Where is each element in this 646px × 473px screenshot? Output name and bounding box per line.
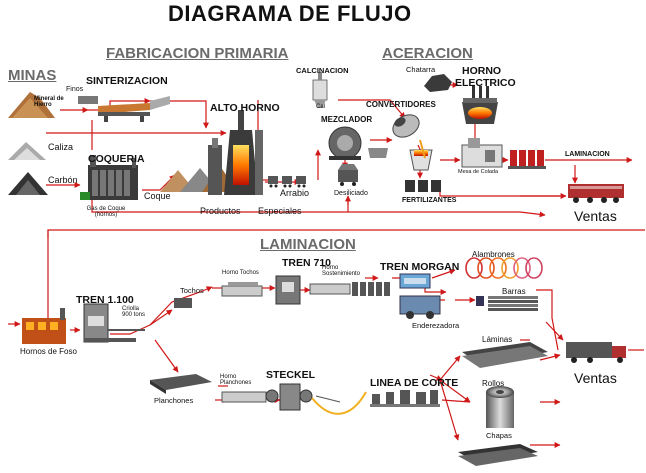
mezclador-label: MEZCLADOR — [321, 115, 373, 124]
caliza-label: Caliza — [48, 142, 74, 152]
tren-1100-label: TREN 1.100 — [76, 294, 134, 306]
horno-electrico-label-2: ELECTRICO — [455, 77, 516, 89]
enderezadora-icon — [399, 295, 441, 319]
alambrones-label: Alambrones — [472, 250, 515, 259]
mineral-label: Mineral de Hierro — [34, 96, 64, 108]
barras-label: Barras — [502, 287, 526, 296]
coque-label: Coque — [144, 191, 171, 201]
tren-710-label: TREN 710 — [282, 257, 332, 269]
desiliciado-label: Desiliciado — [334, 190, 368, 197]
ventas-bottom-label: Ventas — [574, 370, 617, 386]
section-fabricacion-primaria: FABRICACION PRIMARIA — [106, 45, 289, 62]
ingots-icon — [508, 150, 546, 169]
section-aceracion: ACERACION — [382, 45, 473, 62]
laminacion-arrow-label: LAMINACION — [565, 151, 610, 158]
steckel-line-icon — [221, 383, 367, 415]
tochos-label: Tochos — [180, 286, 204, 295]
tren-710-line-icon — [221, 275, 390, 305]
especiales-label: Especiales — [258, 206, 302, 216]
top-flow-arrows — [46, 82, 645, 320]
chapas-icon — [458, 444, 538, 466]
finos-label: Finos — [66, 86, 84, 93]
arrabio-label: Arrabio — [280, 188, 310, 198]
soaking-pit-icon — [22, 308, 66, 344]
train-car-icon — [568, 184, 624, 203]
coqueria-label: COQUERIA — [88, 153, 145, 165]
linea-corte-label: LINEA DE CORTE — [370, 377, 459, 389]
section-minas: MINAS — [8, 67, 57, 84]
carbon-pile-icon — [8, 172, 48, 195]
mixer-icon — [328, 126, 388, 160]
wire-coil-icon — [465, 257, 543, 279]
section-laminacion: LAMINACION — [260, 236, 356, 253]
converter-icon — [392, 114, 420, 138]
sinter-machine-icon — [78, 96, 170, 122]
alto-horno-label: ALTO HORNO — [210, 102, 280, 114]
fertilizer-bags-icon — [405, 180, 441, 192]
mesa-colada-label: Mesa de Colada — [458, 169, 499, 175]
electric-furnace-icon — [462, 86, 498, 124]
blast-furnace-icon — [208, 110, 263, 195]
convertidores-label: CONVERTIDORES — [366, 100, 436, 109]
sheet-stack-icon — [462, 342, 548, 368]
steckel-label: STECKEL — [266, 369, 316, 381]
chapas-label: Chapas — [486, 431, 512, 440]
ventas-top-label: Ventas — [574, 208, 617, 224]
planchones-icon — [150, 374, 212, 394]
desiliciado-car-icon — [338, 164, 358, 186]
enderezadora-label: Enderezadora — [412, 321, 460, 330]
coke-oven-icon — [80, 155, 138, 200]
truck-icon — [566, 342, 626, 363]
linea-corte-icon — [370, 390, 440, 407]
caliza-pile-icon — [8, 142, 46, 160]
arrabio-cars-icon — [268, 176, 306, 188]
planchones-label: Planchones — [154, 396, 194, 405]
diagram-title: DIAGRAMA DE FLUJO — [168, 1, 412, 26]
chatarra-label: Chatarra — [406, 65, 436, 74]
laminas-label: Láminas — [482, 335, 513, 344]
tren-morgan-icon — [399, 273, 431, 289]
rolling-mill-1100-icon — [83, 303, 145, 343]
gas-coque-label: Gas de Coque (hornos) — [86, 206, 126, 218]
bar-bundle-icon — [476, 296, 538, 311]
calcinacion-label: CALCINACION — [296, 66, 349, 75]
horno-tochos-label: Horno Tochos — [222, 270, 259, 276]
tochos-icon — [174, 298, 192, 308]
criolla-label: Criolla 900 tons — [122, 306, 146, 318]
rollos-label: Rollos — [482, 379, 505, 388]
caster-icon — [461, 138, 503, 168]
sinterizacion-label: SINTERIZACION — [86, 75, 168, 87]
calcination-kiln-icon — [312, 72, 328, 108]
tren-morgan-label: TREN MORGAN — [380, 261, 460, 273]
productos-label: Productos — [200, 206, 241, 216]
fertilizantes-label: FERTILIZANTES — [402, 197, 457, 204]
horno-sostenimiento-label: Horno Sostenimiento — [322, 265, 361, 277]
ladle-icon — [409, 139, 433, 171]
mineral-pile-icon — [8, 92, 55, 118]
hornos-foso-label: Hornos de Foso — [20, 347, 77, 356]
horno-planchones-label: Horno Planchones — [220, 374, 252, 386]
steel-roll-icon — [486, 386, 514, 428]
horno-electrico-label-1: HORNO — [462, 65, 502, 77]
carbon-label: Carbón — [48, 175, 78, 185]
chatarra-icon — [424, 74, 452, 92]
cal-label: Cal — [316, 104, 326, 110]
